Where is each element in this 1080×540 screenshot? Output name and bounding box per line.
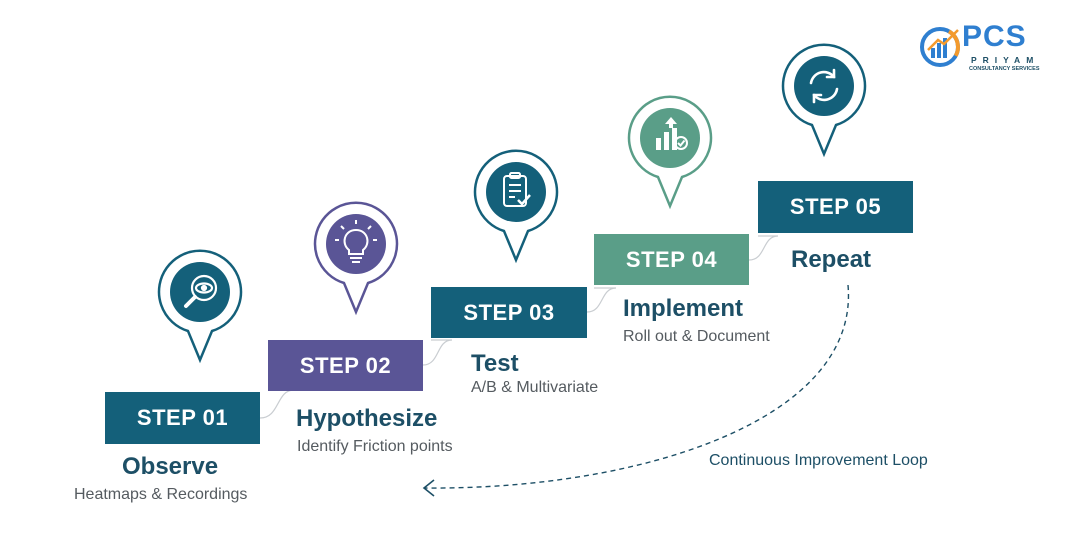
step-04-pin — [625, 92, 715, 215]
step-02-title: Hypothesize — [296, 405, 438, 432]
step-04-subtitle: Roll out & Document — [623, 328, 770, 345]
logo-line1: PRIYAM — [971, 55, 1040, 65]
step-01-subtitle: Heatmaps & Recordings — [74, 486, 248, 503]
step-03-label: STEP 03 — [463, 299, 555, 325]
connector-4-5 — [748, 235, 779, 261]
logo-chart-icon — [920, 27, 960, 67]
step-05-pin — [779, 40, 869, 163]
connector-3-4 — [586, 287, 617, 313]
company-logo: PCS PRIYAM CONSULTANCY SERVICES — [918, 20, 1058, 74]
step-04-label: STEP 04 — [625, 246, 718, 272]
loop-label: Continuous Improvement Loop — [709, 452, 928, 469]
step-04-box: STEP 04 — [594, 234, 749, 285]
step-03-title: Test — [471, 350, 519, 377]
step-05-title: Repeat — [791, 246, 872, 273]
loop-arrow — [424, 284, 850, 489]
logo-line2: CONSULTANCY SERVICES — [969, 66, 1040, 72]
loop-arrowhead — [422, 479, 435, 497]
magnifier-eye-icon — [184, 274, 218, 308]
step-04-title: Implement — [623, 295, 744, 322]
refresh-cycle-icon — [809, 68, 839, 104]
step-05-label: STEP 05 — [789, 194, 882, 219]
step-01-title: Observe — [122, 453, 219, 480]
step-03-subtitle: A/B & Multivariate — [471, 379, 599, 396]
step-02-box: STEP 02 — [268, 340, 423, 391]
connector-1-2 — [259, 389, 295, 419]
logo-mark: PCS — [962, 20, 1027, 53]
step-02-label: STEP 02 — [299, 352, 392, 378]
step-03-box: STEP 03 — [431, 287, 587, 338]
step-03-pin — [471, 146, 561, 269]
step-02-subtitle: Identify Friction points — [297, 438, 453, 455]
step-01-pin — [155, 246, 245, 369]
lightbulb-icon — [335, 220, 377, 263]
growth-chart-icon — [656, 117, 688, 150]
step-01-label: STEP 01 — [136, 405, 229, 430]
step-01-box: STEP 01 — [105, 392, 260, 444]
step-05-box: STEP 05 — [758, 181, 913, 233]
clipboard-check-icon — [503, 172, 531, 207]
step-02-pin — [311, 198, 401, 321]
connector-2-3 — [422, 339, 453, 366]
